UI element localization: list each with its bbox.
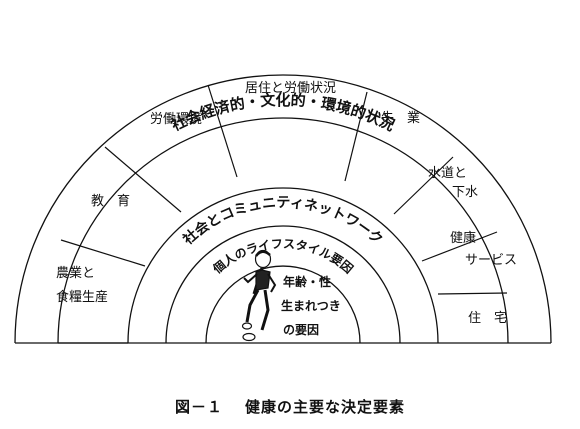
outer-ring	[14, 74, 552, 344]
segment-education: 教 育	[91, 193, 130, 209]
segment-water-line2: 下水	[452, 185, 478, 200]
outer-ring-title: 社会経済的・文化的・環境的状況	[168, 91, 398, 135]
segment-dividers	[58, 84, 508, 344]
lifestyle-ring	[165, 225, 401, 344]
core-line2: 生まれつき	[281, 298, 341, 313]
lifestyle-ring-title: 個人のライフスタイル要因	[209, 237, 356, 277]
segment-health-services-line2: サービス	[465, 253, 517, 268]
caption-label: 図－１	[174, 398, 223, 416]
community-ring	[127, 187, 439, 344]
core-ring	[205, 265, 361, 344]
caption-text: 健康の主要な決定要素	[245, 398, 406, 416]
segment-health-services-line1: 健康	[450, 230, 476, 246]
runner-figure	[241, 249, 277, 342]
segment-housing: 住 宅	[468, 311, 507, 326]
segment-agriculture-line1: 農業と	[56, 265, 95, 281]
segment-work-environment: 労働環境	[150, 112, 202, 127]
core-line1: 年齢・性	[283, 274, 331, 289]
segment-unemployment: 失 業	[381, 110, 420, 126]
core-line3: の要因	[283, 322, 319, 337]
segment-water-line1: 水道と	[428, 166, 467, 181]
segment-living-working: 居住と労働状況	[245, 81, 336, 96]
figure-caption: 図－１ 健康の主要な決定要素	[0, 396, 580, 417]
segment-agriculture-line2: 食糧生産	[56, 289, 108, 305]
